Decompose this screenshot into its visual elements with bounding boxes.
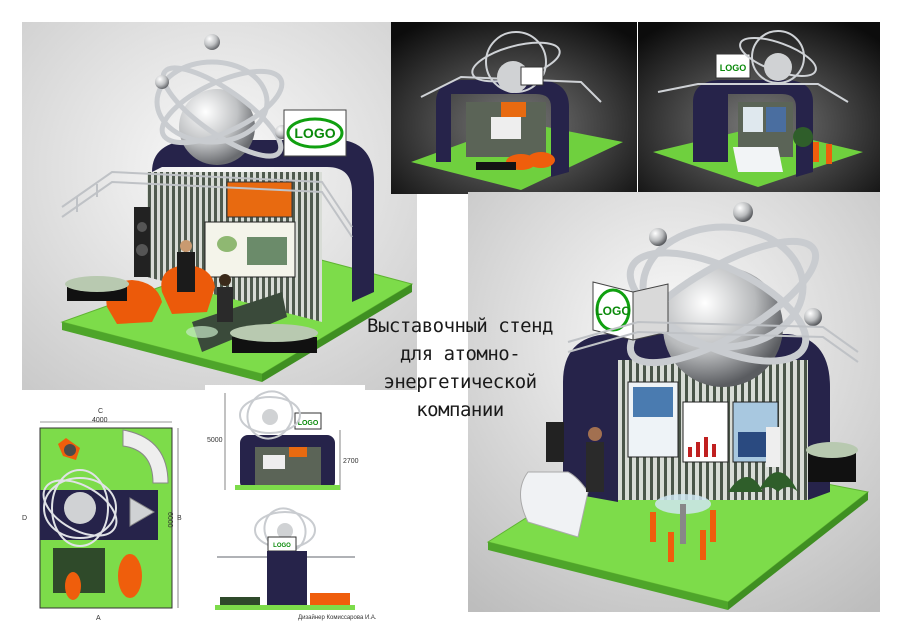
front-elevation-drawing: LOGO <box>205 385 365 500</box>
render-night-view-right: LOGO <box>638 22 880 194</box>
caption-line-4: компании <box>416 399 504 421</box>
designer-credit: Дизайнер Комиссарова И.А. <box>298 615 377 621</box>
plan-label-d: D <box>22 515 28 522</box>
front-elevation: LOGO <box>205 385 365 500</box>
elevation-height-box: 2700 <box>343 458 359 465</box>
logo-text-small: LOGO <box>720 63 747 73</box>
floor-plan <box>18 408 198 626</box>
logo-text-large: LOGO <box>595 304 630 318</box>
logo-text: LOGO <box>294 125 335 141</box>
side-elevation-drawing: LOGO <box>205 505 365 617</box>
plan-depth-dimension: 6000 <box>166 512 173 528</box>
logo-text-front: LOGO <box>298 420 319 427</box>
main-render-illustration: LOGO <box>22 22 417 390</box>
render-large-view: LOGO <box>468 192 880 612</box>
night-view-right-illustration: LOGO <box>638 22 880 194</box>
render-night-view-left <box>391 22 637 194</box>
logo-text-side: LOGO <box>273 543 291 549</box>
floor-plan-drawing <box>39 421 179 609</box>
plan-label-b: B <box>177 515 182 522</box>
project-caption: Выставочный стенд для атомно- энергетиче… <box>340 312 580 424</box>
plan-label-c: C <box>98 408 104 415</box>
side-elevation: LOGO <box>205 505 365 617</box>
plan-label-a: A <box>96 615 101 622</box>
plan-width-dimension: 4000 <box>92 417 108 424</box>
render-main-view: LOGO <box>22 22 417 390</box>
caption-line-2: для атомно- <box>399 343 521 365</box>
night-view-left-illustration <box>391 22 637 194</box>
large-view-illustration: LOGO <box>468 192 880 612</box>
caption-line-1: Выставочный стенд <box>367 315 553 337</box>
caption-line-3: энергетической <box>383 371 537 393</box>
elevation-height-total: 5000 <box>207 437 223 444</box>
